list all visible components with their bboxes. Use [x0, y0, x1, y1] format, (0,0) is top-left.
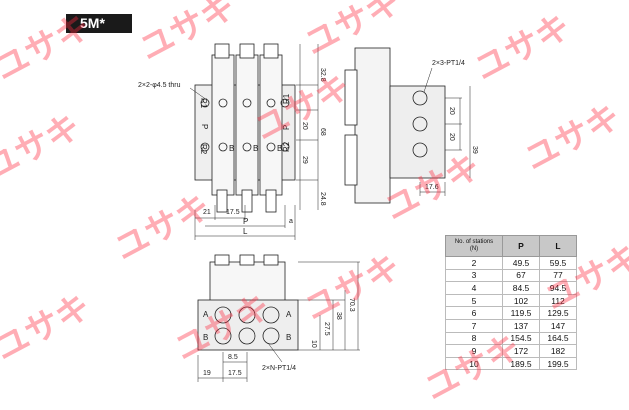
- technical-drawing: 2×2-φ4.5 thru R1 P R2 R1 P R2 B B B 32.8…: [138, 43, 478, 382]
- top-dim-32-8: 32.8: [319, 68, 326, 82]
- cell-n: 6: [445, 306, 503, 320]
- side-port-callout: 2×3-PT1/4: [432, 60, 465, 67]
- cell-l: 59.5: [539, 256, 577, 270]
- front-manifold: [197, 299, 299, 351]
- cell-n: 7: [445, 319, 503, 333]
- front-port-b-left: B: [203, 333, 208, 342]
- top-dim-21: 21: [203, 209, 211, 216]
- front-dim-17-5: 17.5: [228, 370, 242, 377]
- top-dim-p: P: [243, 217, 248, 226]
- cell-l: 147: [539, 319, 577, 333]
- cell-n: 3: [445, 269, 503, 283]
- cell-l: 182: [539, 344, 577, 358]
- top-dim-24-8: 24.8: [319, 192, 326, 206]
- side-dim-39: 39: [471, 146, 478, 154]
- front-dim-10: 10: [310, 340, 317, 348]
- cell-p: 119.5: [502, 306, 540, 320]
- front-port-a-right: A: [286, 310, 292, 319]
- top-dim-20: 20: [301, 122, 308, 130]
- cell-p: 102: [502, 294, 540, 308]
- cell-p: 49.5: [502, 256, 540, 270]
- cell-n: 4: [445, 281, 503, 295]
- front-port-callout: 2×N-PT1/4: [262, 365, 296, 372]
- solenoid-2: [239, 43, 255, 59]
- valve-body-1: [211, 54, 235, 196]
- top-port-b-1: B: [229, 144, 234, 153]
- cell-l: 164.5: [539, 332, 577, 346]
- cell-p: 189.5: [502, 357, 540, 371]
- cell-n: 8: [445, 332, 503, 346]
- top-port-p-left: P: [200, 124, 209, 129]
- cell-p: 67: [502, 269, 540, 283]
- top-port-r1-right: R1: [282, 93, 291, 104]
- front-dim-70-3: 70.3: [348, 298, 355, 312]
- front-port-b-right: B: [286, 333, 291, 342]
- cell-l: 199.5: [539, 357, 577, 371]
- top-port-b-3: B: [277, 144, 282, 153]
- side-dim-17-6: 17.6: [425, 184, 439, 191]
- top-dim-29: 29: [301, 156, 308, 164]
- top-hole-callout: 2×2-φ4.5 thru: [138, 82, 181, 89]
- cell-l: 77: [539, 269, 577, 283]
- front-view: [197, 254, 360, 382]
- top-dim-17-5: 17.5: [226, 209, 240, 216]
- front-port-a-left: A: [203, 310, 209, 319]
- top-dim-a: a: [289, 218, 293, 225]
- front-dim-38: 38: [335, 312, 342, 320]
- side-view: [344, 47, 471, 204]
- cell-n: 9: [445, 344, 503, 358]
- top-port-r2-right: R2: [282, 141, 291, 152]
- table-header-l: L: [539, 235, 577, 257]
- top-dim-l: L: [243, 227, 248, 236]
- top-port-r2-left: R2: [199, 144, 208, 155]
- solenoid-1: [214, 43, 230, 59]
- cell-p: 172: [502, 344, 540, 358]
- cell-n: 2: [445, 256, 503, 270]
- top-view: [189, 43, 319, 240]
- side-dim-20-a: 20: [448, 107, 455, 115]
- side-manifold: [389, 85, 446, 179]
- series-badge: 5M*: [66, 14, 132, 33]
- front-dim-8-5: 8.5: [228, 354, 238, 361]
- side-dim-20-b: 20: [448, 133, 455, 141]
- table-header-stations: No. of stations (N): [445, 235, 503, 257]
- cell-l: 94.5: [539, 281, 577, 295]
- front-dim-27-5: 27.5: [323, 322, 330, 336]
- top-port-p-right: P: [282, 125, 291, 130]
- top-port-b-2: B: [253, 144, 258, 153]
- top-dim-68: 68: [319, 128, 326, 136]
- top-port-r1-left: R1: [199, 98, 208, 109]
- solenoid-3: [263, 43, 279, 59]
- cell-p: 154.5: [502, 332, 540, 346]
- cell-l: 129.5: [539, 306, 577, 320]
- valve-body-2: [235, 54, 259, 196]
- front-dim-19: 19: [203, 370, 211, 377]
- cell-n: 10: [445, 357, 503, 371]
- valve-body-3: [259, 54, 283, 196]
- cell-p: 137: [502, 319, 540, 333]
- cell-l: 112: [539, 294, 577, 308]
- cell-p: 84.5: [502, 281, 540, 295]
- table-header-p: P: [502, 235, 540, 257]
- cell-n: 5: [445, 294, 503, 308]
